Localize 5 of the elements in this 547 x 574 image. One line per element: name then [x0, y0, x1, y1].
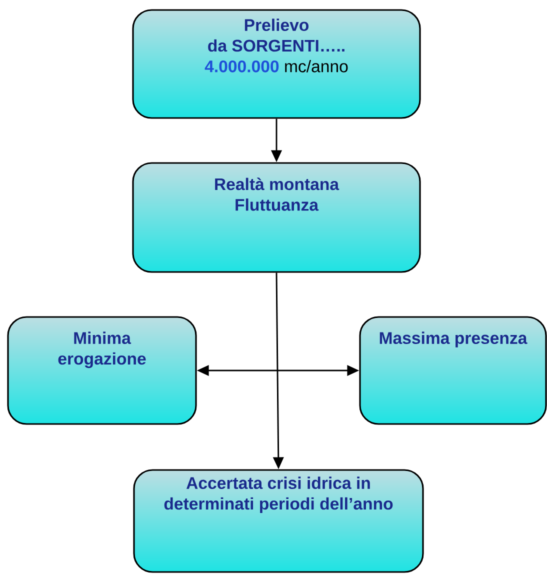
process-box: Minima erogazione [7, 316, 197, 425]
process-box: Massima presenza [359, 316, 547, 425]
process-box: Prelievo da SORGENTI….. 4.000.000 mc/anno [132, 9, 421, 119]
process-box: Realtà montana Fluttuanza [132, 162, 421, 273]
process-box: Accertata crisi idrica in determinati periodi dell’anno [133, 469, 424, 573]
